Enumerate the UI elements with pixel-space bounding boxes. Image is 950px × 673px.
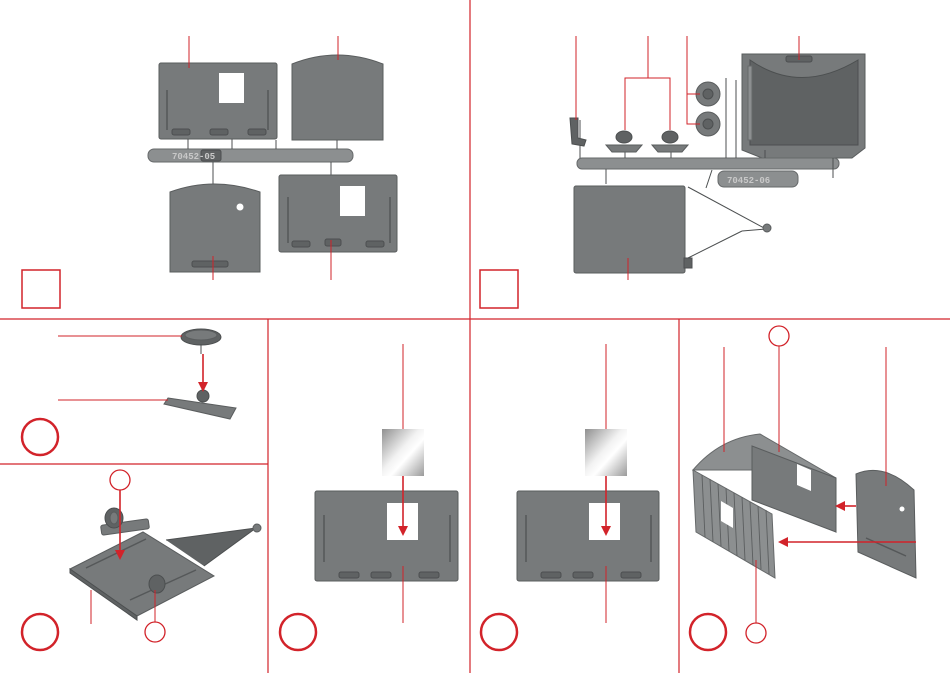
window-glazing: [382, 429, 424, 476]
wall-part-with-window-a: [159, 63, 277, 139]
callout-bracket: [625, 78, 670, 130]
step-1-panel: [22, 329, 236, 455]
end-wall-part-b: [292, 55, 383, 140]
step-5-badge: [690, 614, 726, 650]
step-5-panel: [690, 326, 916, 650]
floor-plate-part: [574, 186, 692, 273]
lamp-fitting-right: [652, 131, 688, 152]
step-3-panel: [280, 344, 458, 650]
sprue-badge-2: [480, 270, 518, 308]
arrow-head: [778, 537, 788, 547]
sprue-panel-2: 70452-06: [480, 36, 865, 308]
bracket-subassembly: [101, 508, 150, 535]
step-4-panel: [481, 344, 659, 650]
sprue-panel-1: 70452-05: [22, 36, 397, 308]
step-5-reference-circle-bottom: [746, 623, 766, 643]
lamp-fitting-left: [606, 131, 642, 152]
step-5-reference-circle-top: [769, 326, 789, 346]
round-disc-bottom-center: [703, 119, 713, 129]
wall-with-window-step-4: [517, 491, 659, 581]
step-3-badge: [280, 614, 316, 650]
arrow-head: [198, 382, 208, 392]
end-wall-part-c: [170, 184, 260, 272]
step-2-reference-circle-top: [110, 470, 130, 490]
wall-part-with-window-d: [279, 175, 397, 252]
step-4-badge: [481, 614, 517, 650]
separate-end-wall: [856, 470, 916, 578]
window-glazing: [585, 429, 627, 476]
step-2-badge: [22, 614, 58, 650]
step-1-badge: [22, 419, 58, 455]
sprue-badge-1: [22, 270, 60, 308]
sprue-marking-1: 70452-05: [172, 152, 215, 162]
wall-with-window-step-3: [315, 491, 458, 581]
sprue-marking-2: 70452-06: [727, 176, 770, 186]
step-2-reference-circle-bottom: [145, 622, 165, 642]
round-disc-top-center: [703, 89, 713, 99]
roof-hood-part: [742, 54, 865, 158]
pipe-fitting: [570, 118, 586, 146]
wheel-part: [149, 575, 165, 593]
step-2-panel: [22, 470, 261, 650]
